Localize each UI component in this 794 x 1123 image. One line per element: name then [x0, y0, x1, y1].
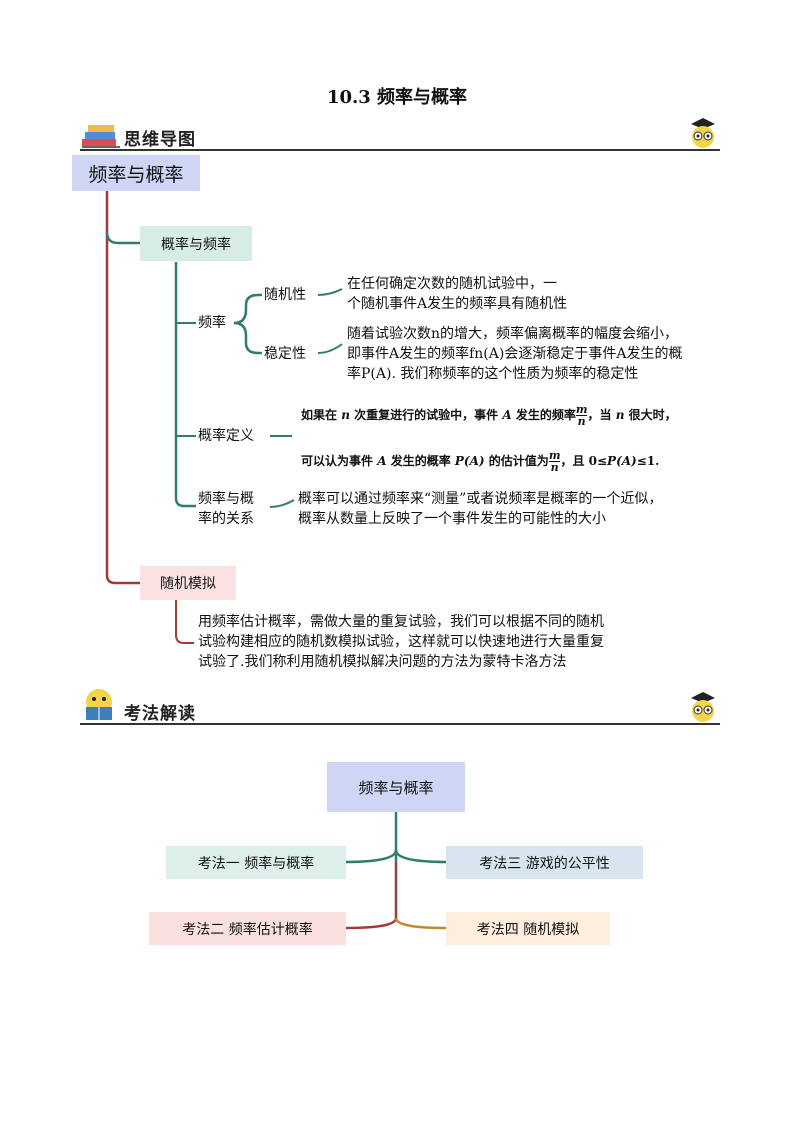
- node-frequency: 频率: [198, 315, 226, 331]
- owl-icon: [691, 118, 715, 148]
- node-relation: 频率与概 率的关系: [198, 491, 254, 527]
- branch1-trunk: [174, 262, 196, 508]
- section-divider: [80, 149, 720, 151]
- branch-prob-freq: 概率与频率: [140, 226, 252, 261]
- rel-dash: [269, 499, 295, 508]
- brace-top: [233, 293, 262, 325]
- rand-dash: [317, 288, 343, 296]
- owl-icon: [691, 692, 715, 722]
- books-icon: [82, 125, 120, 148]
- method-1: 考法一 频率与概率: [166, 846, 346, 879]
- branch2-down: [175, 600, 194, 644]
- section-header-methods: 考法解读: [80, 689, 720, 725]
- section-header-mindmap: 思维导图: [80, 118, 720, 151]
- branch-random-sim: 随机模拟: [140, 566, 236, 600]
- randomness-text: 在任何确定次数的随机试验中，一 个随机事件A发生的频率具有随机性: [347, 276, 568, 312]
- brace-bottom: [233, 321, 262, 355]
- stab-dash: [317, 343, 343, 354]
- relation-text: 概率可以通过频率来“测量”或者说频率是概率的一个近似， 概率从数量上反映了一个事…: [298, 491, 663, 527]
- mindmap-root: 频率与概率: [72, 155, 200, 191]
- stability-text: 随着试验次数n的增大，频率偏离概率的幅度会缩小， 即事件A发生的频率fn(A)会…: [347, 326, 683, 382]
- method-3: 考法三 游戏的公平性: [446, 846, 643, 879]
- page-title: 10.3 频率与概率: [326, 87, 468, 108]
- node-randomness: 随机性: [264, 287, 306, 303]
- section-label: 考法解读: [124, 704, 196, 724]
- methods-center: 频率与概率: [327, 762, 465, 812]
- random-sim-text: 用频率估计概率，需做大量的重复试验，我们可以根据不同的随机 试验构建相应的随机数…: [198, 614, 604, 670]
- section-divider: [80, 723, 720, 725]
- branch1-line: [105, 231, 140, 245]
- node-prob-def: 概率定义: [198, 428, 254, 444]
- reading-emoji-icon: [86, 689, 112, 720]
- node-stability: 稳定性: [264, 346, 306, 362]
- section-label: 思维导图: [124, 130, 196, 150]
- trunk-line: [105, 190, 140, 585]
- method-2: 考法二 频率估计概率: [149, 912, 346, 945]
- method-4: 考法四 随机模拟: [446, 912, 610, 945]
